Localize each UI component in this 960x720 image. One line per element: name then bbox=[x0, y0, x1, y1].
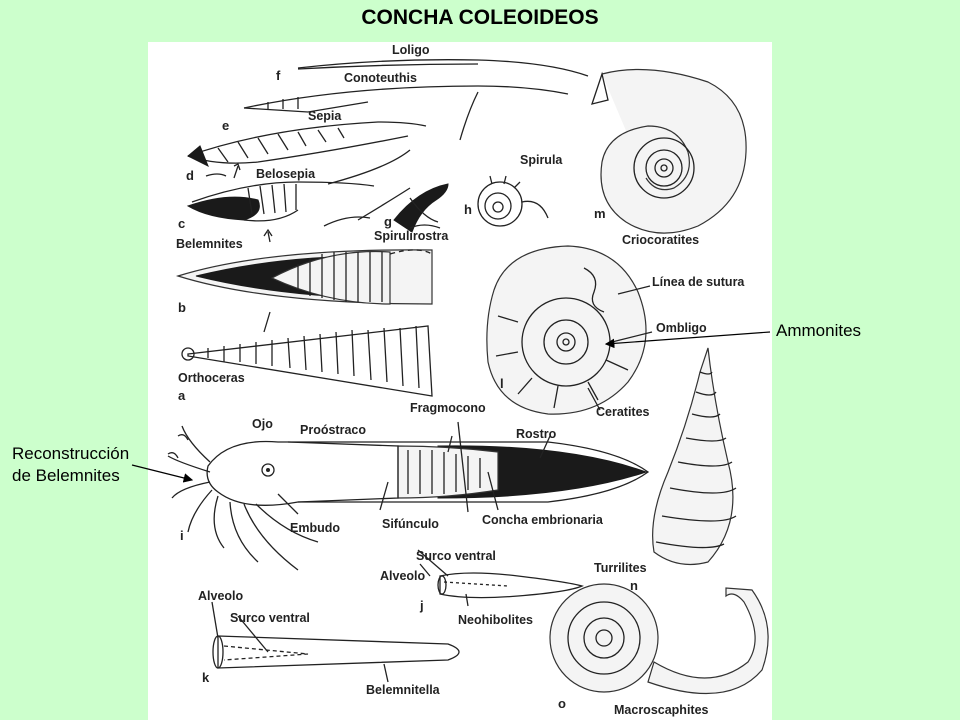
label-sifunculo: Sifúnculo bbox=[382, 517, 439, 531]
label-concha-embrionaria: Concha embrionaria bbox=[482, 513, 604, 527]
label-orthoceras: Orthoceras bbox=[178, 371, 245, 385]
letter-g: g bbox=[384, 214, 392, 229]
letter-b: b bbox=[178, 300, 186, 315]
label-criocoratites: Criocoratites bbox=[622, 233, 699, 247]
belosepia-shell bbox=[186, 181, 375, 222]
letter-m: m bbox=[594, 206, 606, 221]
belemnites-shell bbox=[175, 249, 433, 305]
letter-a: a bbox=[178, 388, 186, 403]
label-ombligo: Ombligo bbox=[656, 321, 707, 335]
reconstruccion-label-line1: Reconstrucción bbox=[12, 444, 130, 463]
macroscaphites-shell bbox=[549, 583, 769, 695]
label-sepia: Sepia bbox=[308, 109, 342, 123]
label-macroscaphites: Macroscaphites bbox=[614, 703, 709, 717]
spirula-shell bbox=[477, 175, 549, 227]
letter-c: c bbox=[178, 216, 185, 231]
reconstruccion-label-line2: de Belemnites bbox=[12, 466, 120, 485]
label-surco-ventral-j: Surco ventral bbox=[416, 549, 496, 563]
neohibolites-rostrum bbox=[437, 572, 584, 599]
label-proostraco: Proóstraco bbox=[300, 423, 366, 437]
spirulirostra-shell bbox=[393, 183, 449, 233]
evolution-arrows bbox=[233, 91, 479, 333]
label-turrilites: Turrilites bbox=[594, 561, 647, 575]
fossil-illustration-plate: Loligo f Conoteuthis Sepia e d Belosepia… bbox=[148, 42, 772, 720]
label-ceratites: Ceratites bbox=[596, 405, 650, 419]
page-title: CONCHA COLEOIDEOS bbox=[361, 6, 599, 29]
letter-e: e bbox=[222, 118, 229, 133]
label-ojo: Ojo bbox=[252, 417, 273, 431]
letter-h: h bbox=[464, 202, 472, 217]
ammonites-label: Ammonites bbox=[776, 321, 862, 340]
letter-l: l bbox=[500, 376, 504, 391]
label-neohibolites: Neohibolites bbox=[458, 613, 533, 627]
label-belemnitella: Belemnitella bbox=[366, 683, 441, 697]
label-linea-de-sutura: Línea de sutura bbox=[652, 275, 745, 289]
letter-d: d bbox=[186, 168, 194, 183]
letter-o: o bbox=[558, 696, 566, 711]
label-alveolo-j: Alveolo bbox=[380, 569, 426, 583]
label-embudo: Embudo bbox=[290, 521, 340, 535]
ceratites-ammonite bbox=[486, 245, 647, 415]
label-rostro: Rostro bbox=[516, 427, 557, 441]
leader-lines bbox=[211, 285, 653, 683]
letter-i: i bbox=[180, 528, 184, 543]
label-belosepia: Belosepia bbox=[256, 167, 316, 181]
conoteuthis-shell bbox=[243, 85, 569, 113]
label-spirulirostra: Spirulirostra bbox=[374, 229, 449, 243]
label-alveolo-k: Alveolo bbox=[198, 589, 244, 603]
turrilites-shell bbox=[652, 347, 737, 565]
label-surco-ventral-k: Surco ventral bbox=[230, 611, 310, 625]
letter-j: j bbox=[419, 598, 424, 613]
loligo-pen bbox=[297, 59, 589, 77]
belemnitella-rostrum bbox=[212, 635, 460, 669]
letter-f: f bbox=[276, 68, 281, 83]
plate-drawing: Loligo f Conoteuthis Sepia e d Belosepia… bbox=[167, 43, 769, 717]
belosepia-fragment bbox=[205, 173, 227, 177]
letter-k: k bbox=[202, 670, 210, 685]
label-fragmocono: Fragmocono bbox=[410, 401, 486, 415]
criocoratites-ammonite bbox=[591, 68, 747, 234]
label-belemnites: Belemnites bbox=[176, 237, 243, 251]
orthoceras-shell bbox=[181, 325, 433, 397]
label-conoteuthis: Conoteuthis bbox=[344, 71, 417, 85]
letter-n: n bbox=[630, 578, 638, 593]
label-loligo: Loligo bbox=[392, 43, 430, 57]
belemnites-reconstruction bbox=[167, 425, 650, 571]
label-spirula: Spirula bbox=[520, 153, 563, 167]
sepia-shell bbox=[187, 121, 427, 168]
